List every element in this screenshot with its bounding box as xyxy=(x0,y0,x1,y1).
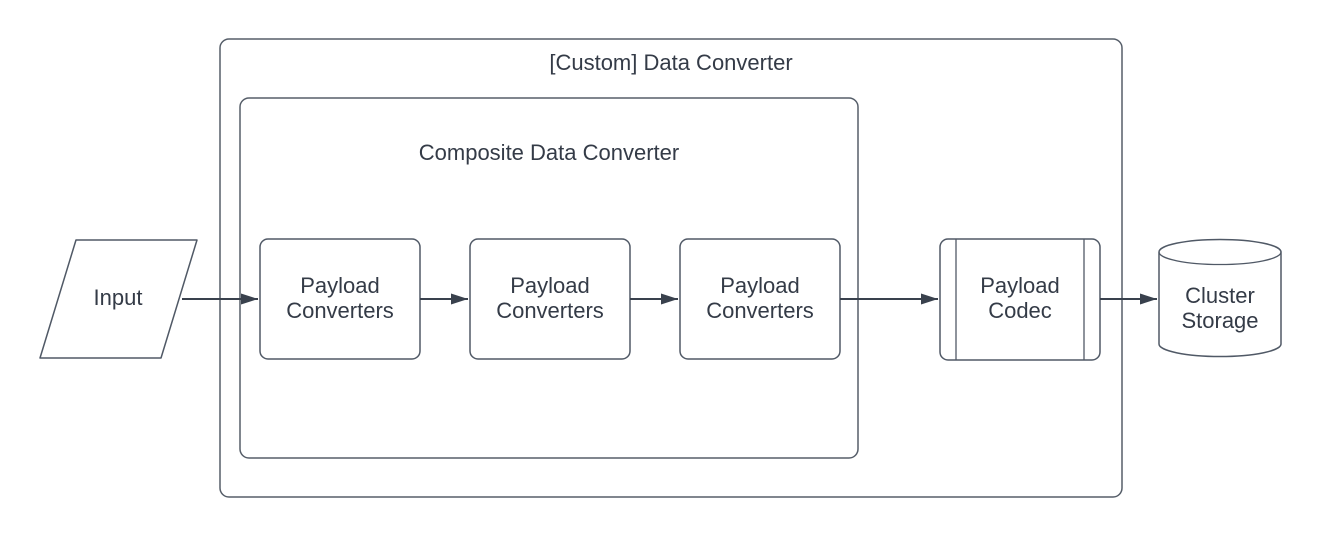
payload-codec-node: Payload Codec xyxy=(939,238,1101,361)
input-label: Input xyxy=(94,285,143,310)
cluster-storage-top-ellipse xyxy=(1158,251,1282,266)
composite-data-converter-title: Composite Data Converter xyxy=(419,140,679,165)
payload-converters-node-2: Payload Converters xyxy=(469,238,631,360)
payload-converters-3-line2: Converters xyxy=(706,298,814,323)
cluster-storage-line2: Storage xyxy=(1181,308,1258,333)
payload-converters-2-line2: Converters xyxy=(496,298,604,323)
payload-codec-line1: Payload xyxy=(980,273,1060,298)
payload-codec-line2: Codec xyxy=(988,298,1052,323)
payload-converters-1-line1: Payload xyxy=(300,273,380,298)
input-node: Input xyxy=(39,239,198,359)
cluster-storage-line1: Cluster xyxy=(1185,283,1255,308)
input-shape xyxy=(39,239,198,359)
payload-converters-node-1: Payload Converters xyxy=(259,238,421,360)
payload-converters-3-line1: Payload xyxy=(720,273,800,298)
cluster-storage-body xyxy=(1158,238,1282,358)
custom-data-converter-title: [Custom] Data Converter xyxy=(549,50,792,75)
payload-converters-1-line2: Converters xyxy=(286,298,394,323)
payload-converters-2-line1: Payload xyxy=(510,273,590,298)
cluster-storage-node: Cluster Storage xyxy=(1158,238,1282,358)
payload-converters-node-3: Payload Converters xyxy=(679,238,841,360)
